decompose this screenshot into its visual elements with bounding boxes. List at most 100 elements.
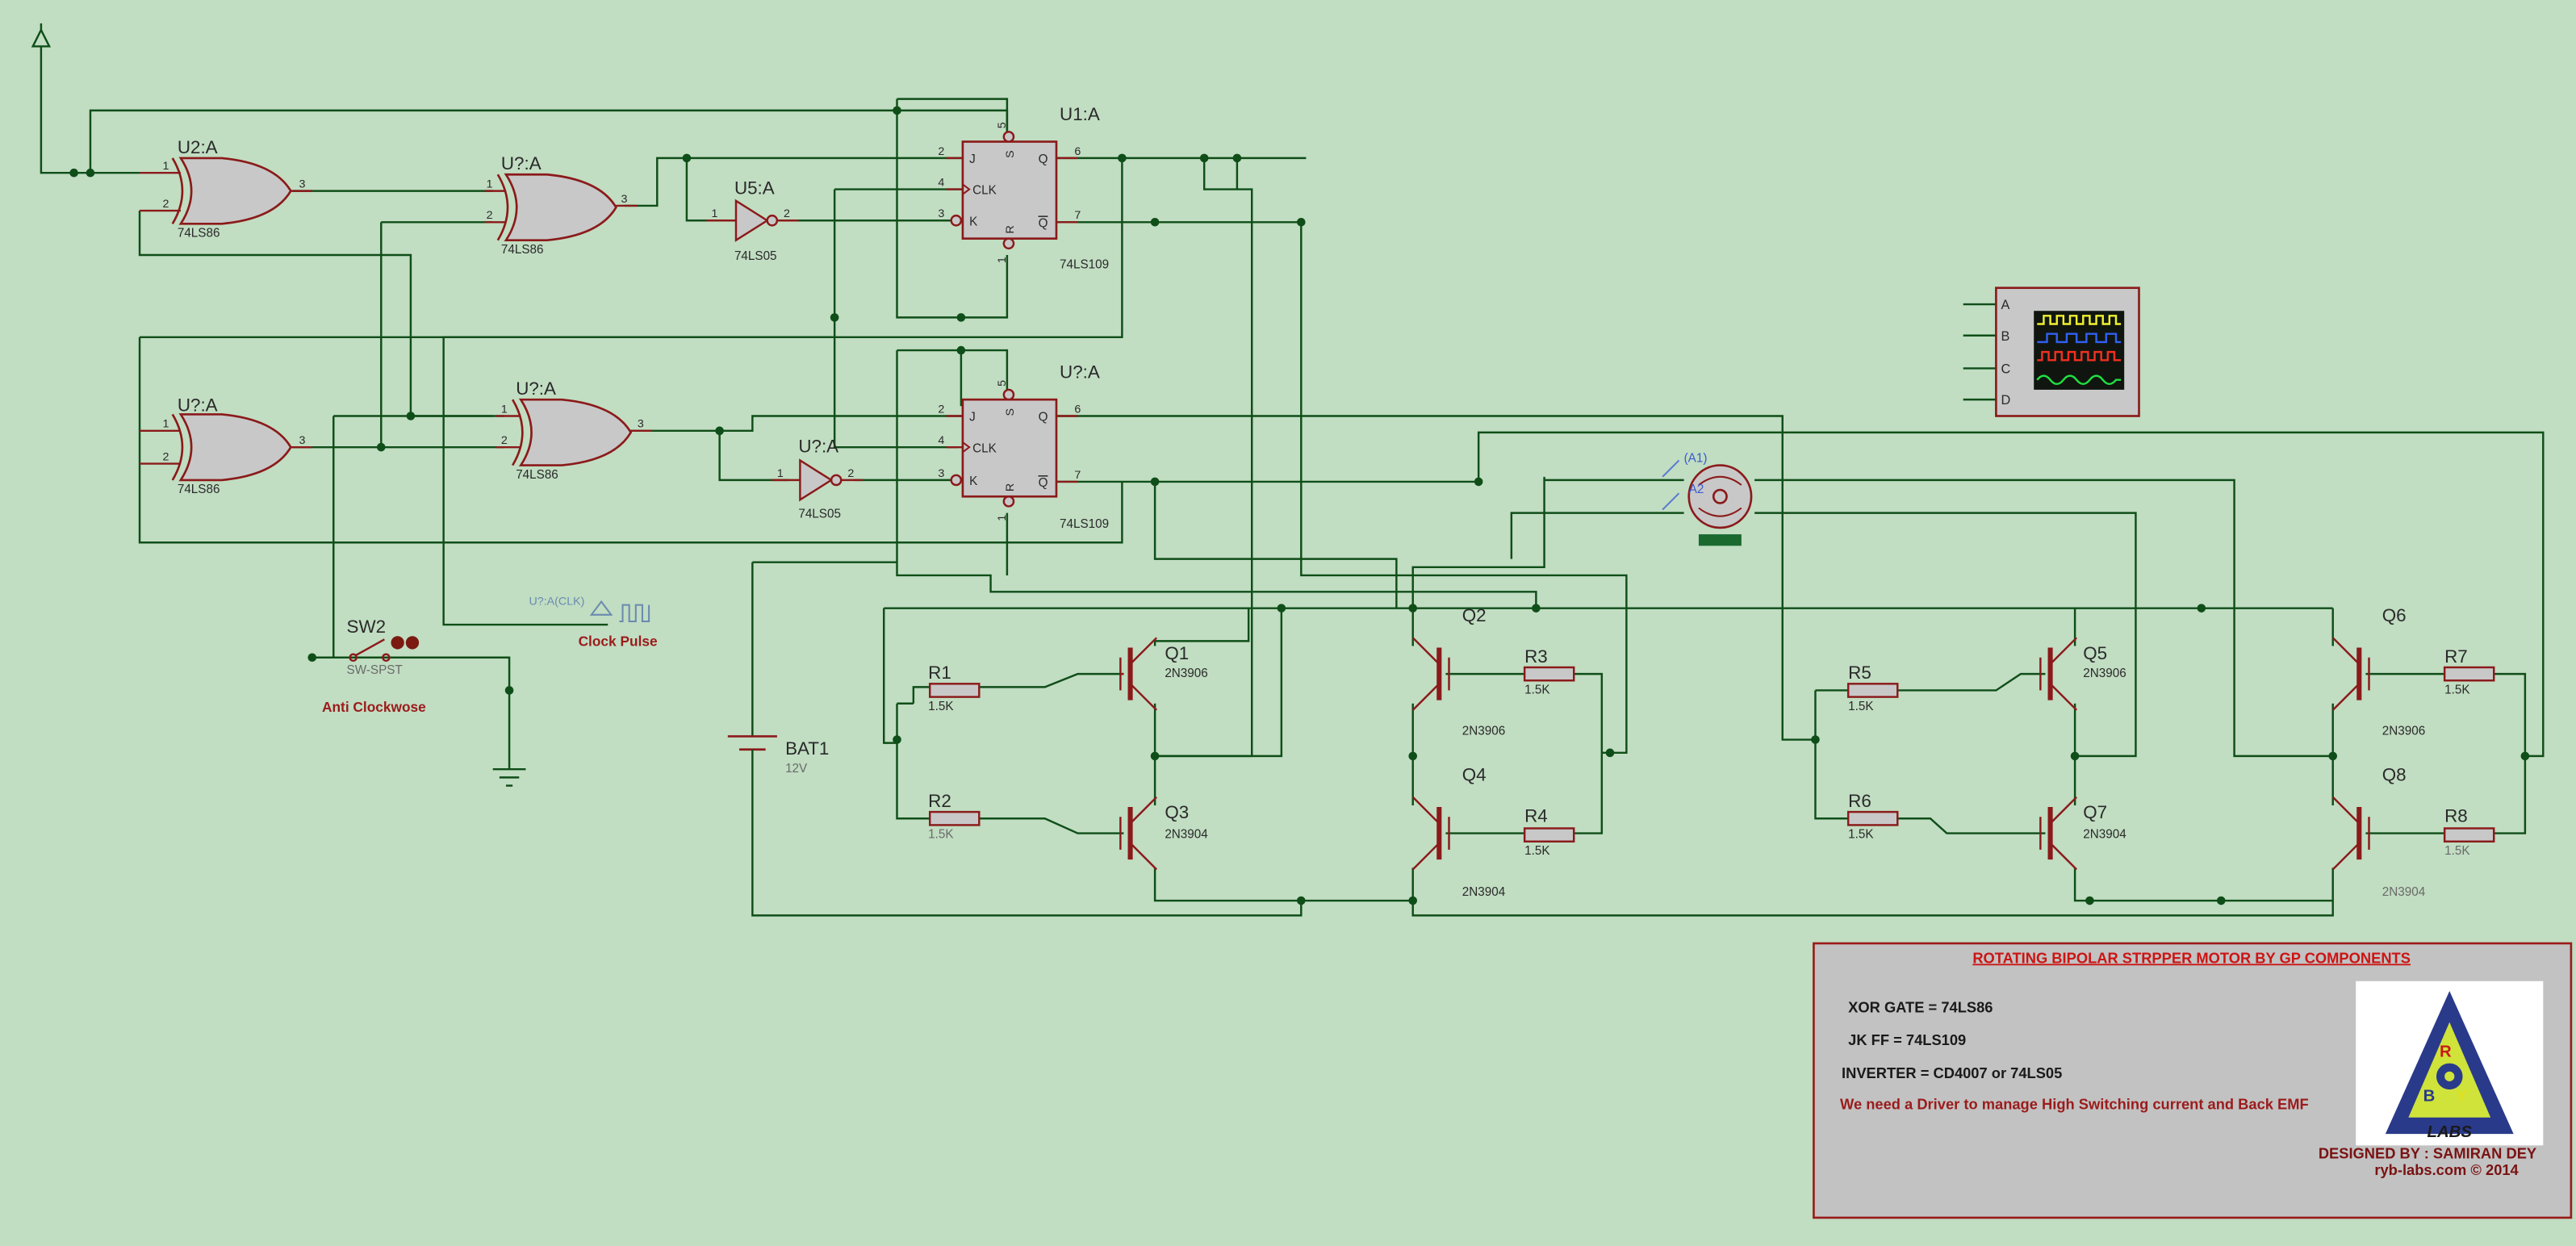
svg-text:Clock Pulse: Clock Pulse bbox=[579, 633, 658, 650]
svg-text:Q8: Q8 bbox=[2382, 764, 2407, 784]
transistor-q2: Q2 2N3906 bbox=[1413, 605, 1505, 738]
svg-text:U1:A: U1:A bbox=[1060, 104, 1100, 124]
svg-text:Q4: Q4 bbox=[1462, 764, 1487, 784]
svg-text:Anti Clockwose: Anti Clockwose bbox=[322, 699, 426, 715]
designer-credit: DESIGNED BY : SAMIRAN DEY bbox=[2319, 1145, 2536, 1162]
svg-text:SW2: SW2 bbox=[347, 617, 387, 637]
svg-text:B: B bbox=[2001, 329, 2010, 344]
svg-text:D: D bbox=[2001, 393, 2011, 408]
info-title: ROTATING BIPOLAR STRPPER MOTOR BY GP COM… bbox=[1972, 949, 2411, 966]
svg-text:R4: R4 bbox=[1524, 805, 1548, 826]
transistor-q7: Q7 2N3904 bbox=[2040, 797, 2126, 870]
info-line-inverter: INVERTER = CD4007 or 74LS05 bbox=[1842, 1064, 2062, 1081]
svg-text:R5: R5 bbox=[1848, 663, 1871, 683]
transistor-q8: Q8 2N3904 bbox=[2333, 764, 2426, 899]
svg-text:S: S bbox=[1004, 408, 1017, 416]
xor-gate-u2a: U2:A 74LS86 1 2 3 bbox=[140, 137, 312, 240]
svg-text:Q3: Q3 bbox=[1165, 802, 1189, 822]
svg-text:2N3904: 2N3904 bbox=[1165, 828, 1208, 842]
transistor-q6: Q6 2N3906 bbox=[2333, 605, 2425, 738]
svg-text:74LS86: 74LS86 bbox=[178, 483, 220, 496]
svg-text:74LS109: 74LS109 bbox=[1060, 517, 1109, 531]
svg-text:J: J bbox=[969, 153, 976, 166]
svg-text:3: 3 bbox=[621, 193, 628, 206]
svg-text:3: 3 bbox=[938, 467, 944, 480]
ryb-labs-logo: R Y B LABS bbox=[2356, 980, 2544, 1146]
svg-text:1: 1 bbox=[996, 515, 1009, 521]
svg-text:1.5K: 1.5K bbox=[2444, 844, 2469, 858]
jk-flipflop-u1a: J CLK K Q Q S R 2 4 3 5 1 6 7 U1:A 74LS1… bbox=[938, 104, 1109, 271]
svg-text:K: K bbox=[969, 475, 977, 488]
svg-text:1: 1 bbox=[487, 178, 493, 191]
svg-text:1.5K: 1.5K bbox=[2444, 684, 2469, 697]
svg-text:1.5K: 1.5K bbox=[928, 700, 953, 713]
site-credit: ryb-labs.com © 2014 bbox=[2374, 1161, 2519, 1178]
svg-text:74LS86: 74LS86 bbox=[178, 227, 220, 240]
svg-text:7: 7 bbox=[1074, 469, 1081, 482]
svg-text:CLK: CLK bbox=[972, 441, 997, 455]
svg-text:3: 3 bbox=[638, 418, 644, 431]
svg-text:1: 1 bbox=[711, 207, 717, 220]
svg-text:U?:A(CLK): U?:A(CLK) bbox=[529, 596, 585, 608]
svg-text:Q6: Q6 bbox=[2382, 605, 2407, 625]
transistor-q3: Q3 2N3904 bbox=[1120, 797, 1208, 870]
inverter-u5a: U5:A 74LS05 1 2 bbox=[706, 178, 799, 263]
svg-text:4: 4 bbox=[938, 434, 944, 447]
svg-text:1: 1 bbox=[501, 403, 508, 416]
svg-text:2: 2 bbox=[163, 450, 169, 463]
svg-text:CLK: CLK bbox=[972, 184, 997, 198]
svg-text:Q: Q bbox=[1039, 216, 1048, 230]
resistor-r1: R1 1.5K bbox=[928, 663, 981, 713]
resistor-r2: R2 1.5K bbox=[928, 791, 981, 842]
svg-text:5: 5 bbox=[996, 122, 1009, 128]
svg-text:1: 1 bbox=[163, 160, 169, 173]
svg-text:1.5K: 1.5K bbox=[1524, 684, 1549, 697]
wire-junctions bbox=[69, 106, 2530, 905]
svg-text:2: 2 bbox=[938, 145, 944, 158]
resistor-r3: R3 1.5K bbox=[1523, 646, 1575, 697]
svg-text:1: 1 bbox=[163, 418, 169, 431]
svg-text:2: 2 bbox=[847, 467, 854, 480]
svg-text:4: 4 bbox=[938, 177, 944, 190]
svg-text:U2:A: U2:A bbox=[178, 137, 218, 157]
svg-text:U5:A: U5:A bbox=[734, 178, 775, 199]
svg-text:12V: 12V bbox=[785, 762, 808, 776]
svg-text:J: J bbox=[969, 411, 976, 424]
svg-text:1.5K: 1.5K bbox=[928, 828, 953, 842]
svg-text:U?:A: U?:A bbox=[501, 153, 542, 174]
svg-text:BAT1: BAT1 bbox=[785, 738, 829, 759]
svg-text:6: 6 bbox=[1074, 145, 1081, 158]
svg-text:Q5: Q5 bbox=[2083, 643, 2107, 663]
svg-text:A2: A2 bbox=[1689, 483, 1704, 496]
svg-text:2: 2 bbox=[784, 207, 790, 220]
svg-text:U?:A: U?:A bbox=[178, 395, 218, 415]
input-terminal bbox=[31, 23, 52, 48]
wire-network bbox=[40, 46, 2545, 917]
svg-text:Q: Q bbox=[1039, 411, 1048, 424]
xor-gate-2: U?:A 74LS86 1 2 3 bbox=[484, 153, 638, 257]
switch-sw2[interactable]: SW2 SW-SPST Anti Clockwose bbox=[322, 617, 426, 715]
svg-text:6: 6 bbox=[1074, 403, 1081, 416]
svg-text:1.5K: 1.5K bbox=[1848, 828, 1873, 842]
svg-text:1: 1 bbox=[777, 467, 784, 480]
transistor-q4: Q4 2N3904 bbox=[1413, 764, 1506, 899]
svg-text:2: 2 bbox=[487, 209, 493, 222]
svg-text:3: 3 bbox=[299, 178, 306, 191]
svg-text:R2: R2 bbox=[928, 791, 951, 811]
svg-text:1.5K: 1.5K bbox=[1848, 700, 1873, 713]
svg-text:B: B bbox=[2423, 1087, 2436, 1105]
xor-gate-4: U?:A 74LS86 1 2 3 bbox=[496, 378, 653, 482]
battery-bat1: BAT1 12V bbox=[727, 735, 829, 776]
svg-text:7: 7 bbox=[1074, 209, 1081, 222]
svg-text:3: 3 bbox=[299, 434, 306, 447]
svg-text:R1: R1 bbox=[928, 663, 951, 683]
resistor-r6: R6 1.5K bbox=[1846, 791, 1899, 842]
svg-text:2N3906: 2N3906 bbox=[2382, 724, 2425, 738]
svg-text:Q7: Q7 bbox=[2083, 802, 2107, 822]
svg-text:2: 2 bbox=[163, 198, 169, 211]
svg-text:74LS05: 74LS05 bbox=[734, 249, 777, 263]
info-line-driver: We need a Driver to manage High Switchin… bbox=[1840, 1096, 2309, 1113]
svg-text:1.5K: 1.5K bbox=[1524, 844, 1549, 858]
svg-text:Q: Q bbox=[1039, 153, 1048, 166]
